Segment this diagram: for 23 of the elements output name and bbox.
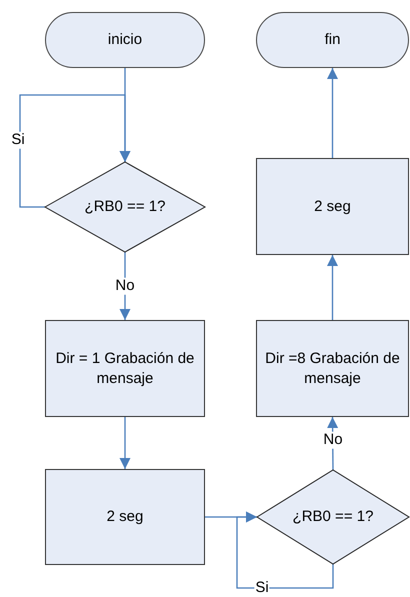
edge-label: Si	[10, 132, 26, 148]
decision-diamond	[45, 162, 205, 252]
node-label: 2 seg	[106, 507, 144, 527]
node-label: fin	[324, 30, 340, 50]
node-label: ¿RB0 == 1?	[84, 197, 166, 217]
node-label: Dir = 1 Grabación de mensaje	[55, 349, 195, 388]
arrow	[120, 417, 130, 469]
arrow	[327, 255, 338, 320]
node-label: Dir =8 Grabación de mensaje	[264, 349, 401, 388]
arrow	[19, 94, 130, 208]
process-box	[45, 469, 205, 565]
process-box	[256, 320, 409, 417]
node-label: ¿RB0 == 1?	[292, 507, 374, 527]
node-label: inicio	[108, 30, 142, 50]
arrow	[236, 512, 334, 589]
process-box	[256, 158, 409, 255]
node-label: 2 seg	[314, 196, 351, 216]
edge-label: No	[114, 278, 136, 294]
arrow	[120, 252, 130, 320]
process-box	[45, 320, 205, 417]
edge-label: No	[322, 432, 344, 448]
arrow	[327, 68, 338, 158]
decision-diamond	[257, 470, 409, 564]
